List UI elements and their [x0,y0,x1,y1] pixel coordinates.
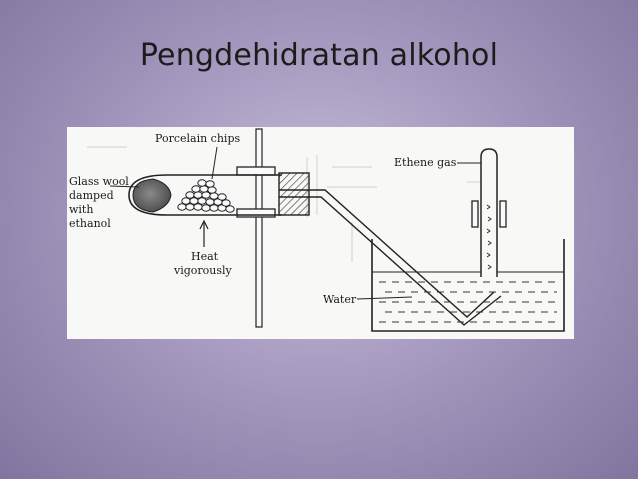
label-glass-wool-line2: damped [69,189,114,202]
slide-title: Pengdehidratan alkohol [139,38,499,73]
rubber-stopper [278,172,310,216]
delivery-tube [279,189,502,326]
label-heat-vigorously: vigorously [173,264,233,277]
glass-wool [132,178,172,213]
water-dashes [379,281,557,323]
water-trough [371,239,565,332]
gas-tube-clamp [471,200,507,228]
label-porcelain-chips: Porcelain chips [155,132,240,145]
porcelain-chips [177,179,235,213]
boiling-tube [128,174,282,216]
label-glass-wool-line4: ethanol [69,217,111,230]
apparatus-diagram: Porcelain chips Glass wool damped with e… [67,127,574,339]
gas-collection-tube [480,148,498,277]
leader-lines [109,146,481,300]
label-glass-wool-line3: with [69,203,93,216]
label-water: Water [323,293,357,306]
label-heat: Heat [191,250,219,263]
heat-arrow [199,219,209,247]
label-ethene-gas: Ethene gas [394,156,457,169]
apparatus-drawing: Porcelain chips Glass wool damped with e… [69,128,565,332]
retort-stand-rod [255,128,263,328]
label-glass-wool-line1: Glass wool [69,175,129,188]
gas-bubbles [486,204,492,270]
